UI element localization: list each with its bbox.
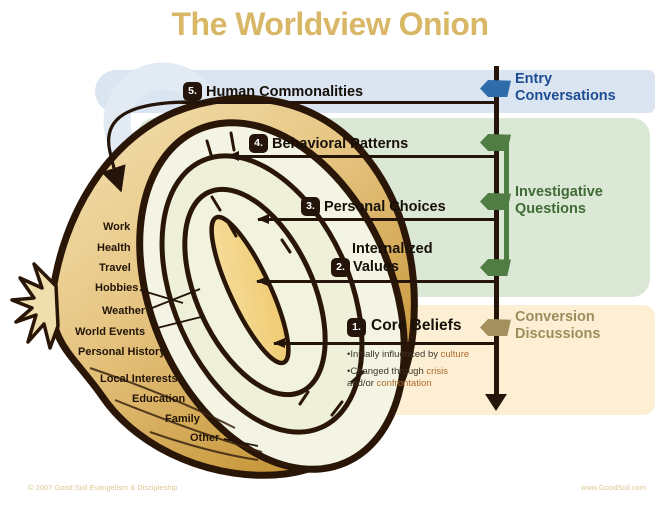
onion-label-education: Education: [132, 393, 186, 405]
layer4-line: [228, 155, 497, 159]
timeline-line: [494, 66, 499, 396]
layer3-label: Personal Choices: [324, 199, 446, 215]
core-note-2-text: •Changed through: [347, 366, 427, 377]
layer2-label-line1: Internalized: [352, 241, 433, 257]
section-investigative-questions: Investigative Questions: [515, 184, 603, 217]
timeline-arrow-down-icon: [485, 394, 507, 411]
onion-label-travel: Travel: [99, 262, 131, 274]
section-conversion-line2: Discussions: [515, 325, 601, 342]
page-title: The Worldview Onion: [171, 6, 489, 42]
core-note-1-text: •Initially influenced by: [347, 349, 441, 360]
layer3-line: [258, 218, 497, 222]
core-note-3-text: and/or: [347, 378, 377, 389]
investigative-marker-icon-2: [480, 193, 511, 210]
onion-label-other: Other: [190, 432, 220, 444]
section-investigative-line2: Questions: [515, 200, 586, 217]
badge-3: 3.: [301, 197, 320, 216]
section-entry-conversations: Entry Conversations: [515, 71, 616, 104]
footer-copyright: © 2007 Good Soil Evangelism & Disciplesh…: [28, 483, 178, 492]
entry-marker-icon: [480, 80, 511, 97]
onion-label-world-events: World Events: [75, 326, 146, 338]
core-note-2-highlight: crisis: [426, 366, 449, 377]
core-note-1-highlight: culture: [440, 349, 470, 360]
badge-4: 4.: [249, 134, 268, 153]
conversion-marker-icon: [480, 319, 511, 336]
layer5-line: [180, 101, 497, 105]
badge-5: 5.: [183, 82, 202, 101]
layer2-line: [257, 280, 497, 284]
layer4-label: Behavioral Patterns: [272, 136, 409, 152]
onion-label-health: Health: [97, 242, 131, 254]
layer1-line: [274, 342, 497, 346]
layer4-arrow-icon: [227, 151, 239, 161]
investigative-marker-icon-3: [480, 259, 511, 276]
onion-roots: [10, 262, 60, 350]
onion-label-family: Family: [165, 413, 200, 425]
core-note-2: •Changed through crisis: [347, 366, 448, 377]
badge-2: 2.: [331, 258, 350, 277]
layer3-arrow-icon: [257, 214, 269, 224]
section-conversion-line1: Conversion: [515, 309, 595, 325]
footer-url: www.GoodSoil.com: [580, 483, 646, 492]
section-investigative-line1: Investigative: [515, 184, 603, 200]
layer5-label: Human Commonalities: [206, 84, 364, 100]
onion-label-local-interests: Local Interests: [100, 373, 178, 385]
section-conversion-discussions: Conversion Discussions: [515, 309, 600, 342]
onion-label-hobbies: Hobbies: [95, 282, 139, 294]
core-note-3: and/or confrontation: [347, 378, 432, 389]
layer1-arrow-icon: [273, 338, 285, 348]
core-note-3-highlight: confrontation: [376, 378, 432, 389]
layer2-label-line2: Values: [353, 259, 399, 275]
layer1-label: Core Beliefs: [371, 317, 462, 334]
layer2-arrow-icon: [256, 276, 268, 286]
core-note-1: •Initially influenced by culture: [347, 349, 469, 360]
onion-label-work: Work: [103, 221, 131, 233]
section-entry-line2: Conversations: [515, 87, 616, 104]
section-entry-line1: Entry: [515, 71, 553, 87]
investigative-marker-icon-1: [480, 134, 511, 151]
onion-label-weather: Weather: [102, 305, 146, 317]
badge-1: 1.: [347, 318, 366, 337]
onion-label-personal-history: Personal History: [78, 346, 166, 358]
